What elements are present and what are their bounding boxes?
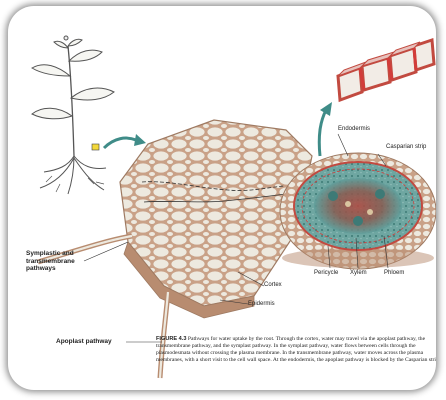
inset-arrow-head bbox=[320, 102, 332, 116]
label-pericycle: Pericycle bbox=[314, 270, 338, 276]
root-water-uptake-diagram bbox=[8, 6, 436, 390]
label-cortex: Cortex bbox=[264, 282, 282, 288]
curved-arrow bbox=[104, 138, 136, 148]
label-symplastic-transmembrane: Symplastic and transmembrane pathways bbox=[26, 250, 88, 273]
label-apoplast-pathway: Apoplast pathway bbox=[56, 338, 136, 346]
endodermis-inset bbox=[338, 40, 434, 100]
label-epidermis: Epidermis bbox=[248, 301, 275, 307]
caption-text: Pathways for water uptake by the root. T… bbox=[156, 336, 436, 363]
plant-illustration bbox=[32, 36, 114, 194]
figure-number: FIGURE 4.3 bbox=[156, 336, 186, 342]
label-casparian-strip: Casparian strip bbox=[386, 144, 432, 151]
inset-arrow bbox=[319, 110, 326, 156]
label-endodermis: Endodermis bbox=[338, 126, 370, 132]
arrow-head bbox=[134, 134, 146, 146]
label-xylem: Xylem bbox=[350, 270, 367, 276]
figure-caption: FIGURE 4.3 Pathways for water uptake by … bbox=[156, 336, 436, 364]
image-frame: Endodermis Casparian strip Symplastic an… bbox=[8, 6, 436, 390]
root-cross-section bbox=[280, 153, 436, 269]
label-phloem: Phloem bbox=[384, 270, 404, 276]
